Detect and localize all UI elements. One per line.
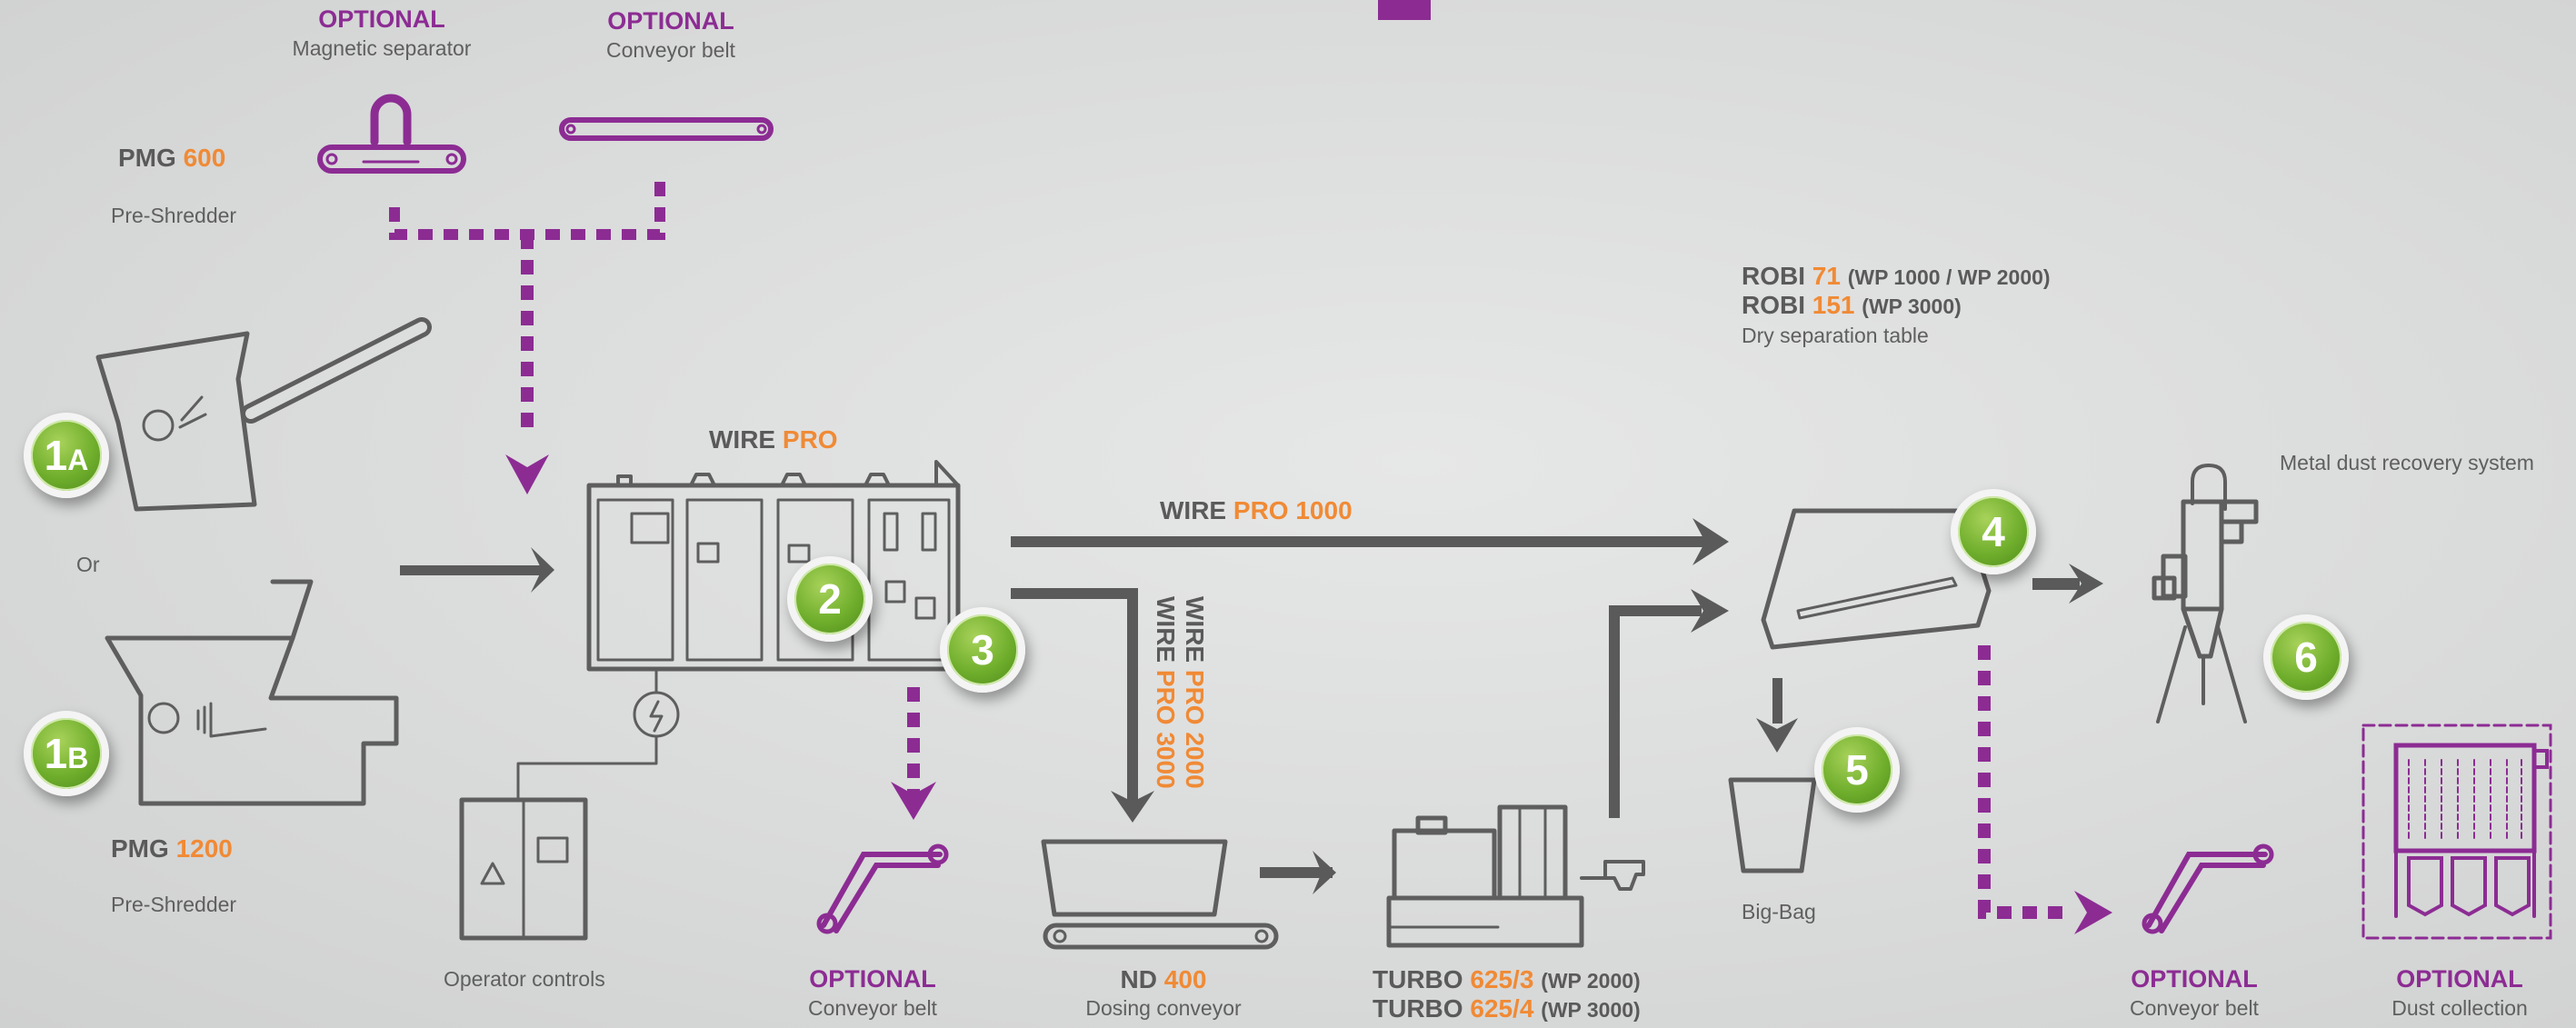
robi-note: (WP 1000 / WP 2000)	[1847, 265, 2051, 289]
wirepro-model: PRO	[782, 425, 838, 454]
big-bag-label: Big-Bag	[1742, 900, 1816, 923]
turbo-line-1: TURBO 625/3 (WP 2000)	[1373, 965, 1641, 994]
turbo-model: 625/3	[1470, 965, 1534, 993]
wirepro3000-brand: WIRE	[1152, 596, 1180, 664]
pmg1200-machine	[105, 579, 399, 806]
robi-brand: ROBI	[1742, 291, 1805, 319]
turbo-note: (WP 3000)	[1541, 998, 1641, 1022]
wirepro3000-title: WIRE PRO 3000	[1151, 596, 1180, 789]
wirepro2000-brand: WIRE	[1181, 596, 1209, 664]
turbo-line-2: TURBO 625/4 (WP 3000)	[1373, 994, 1641, 1023]
step-badge-2: 2	[787, 556, 873, 642]
turbo-brand: TURBO	[1373, 965, 1463, 993]
pmg600-model: 600	[183, 144, 226, 172]
optional-magnetic-desc: Magnetic separator	[292, 36, 472, 60]
nd400-machine	[1041, 839, 1279, 950]
wirepro2000-model: PRO 2000	[1181, 669, 1209, 789]
pmg1200-title: PMG 1200	[111, 834, 233, 863]
optional-magnetic-tag: OPTIONAL	[318, 5, 445, 33]
nd400-title: ND 400	[1073, 965, 1254, 994]
pmg1200-desc: Pre-Shredder	[111, 893, 237, 916]
optional-conveyor-3-desc: Conveyor belt	[808, 996, 937, 1020]
optional-conveyor-top-tag: OPTIONAL	[607, 7, 734, 35]
robi-note: (WP 3000)	[1862, 294, 1962, 318]
nd400-brand: ND	[1120, 965, 1157, 993]
step-badge-1b-number: 1	[44, 730, 68, 777]
step-badge-4: 4	[1951, 489, 2036, 574]
or-label: Or	[76, 553, 100, 576]
wirepro1000-model: PRO 1000	[1233, 496, 1353, 524]
robi-line-2: ROBI 151 (WP 3000)	[1742, 291, 1962, 320]
step-badge-1b-letter: B	[67, 742, 89, 774]
optional-conveyor-4-desc: Conveyor belt	[2130, 996, 2259, 1020]
pmg1200-model: 1200	[175, 834, 233, 863]
wirepro-title: WIRE PRO	[709, 425, 838, 454]
robi-model: 71	[1812, 262, 1841, 290]
robi-brand: ROBI	[1742, 262, 1805, 290]
pmg600-brand: PMG	[118, 144, 176, 172]
step-badge-1b: 1B	[24, 711, 109, 796]
big-bag	[1728, 777, 1817, 873]
optional-dust-tag: OPTIONAL	[2396, 965, 2523, 993]
step-badge-1a-number: 1	[44, 432, 68, 479]
optional-dust-desc: Dust collection	[2391, 996, 2528, 1020]
optional-routes	[317, 94, 2552, 940]
optional-conveyor-3-tag: OPTIONAL	[809, 965, 936, 993]
pmg600-desc: Pre-Shredder	[111, 204, 237, 227]
optional-arrowheads	[505, 0, 2112, 934]
wirepro-brand: WIRE	[709, 425, 776, 454]
operator-controls-cabinet	[459, 797, 588, 941]
robi-desc: Dry separation table	[1742, 324, 1929, 347]
optional-conveyor-4-tag: OPTIONAL	[2131, 965, 2258, 993]
pmg1200-brand: PMG	[111, 834, 169, 863]
wirepro-machine	[516, 460, 961, 802]
wirepro1000-brand: WIRE	[1160, 496, 1227, 524]
wirepro2000-title: WIRE PRO 2000	[1180, 596, 1209, 789]
turbo-machine	[1386, 804, 1645, 948]
wirepro3000-model: PRO 3000	[1152, 669, 1180, 789]
wirepro1000-title: WIRE PRO 1000	[1160, 496, 1353, 525]
step-badge-6: 6	[2263, 614, 2349, 700]
turbo-model: 625/4	[1470, 994, 1534, 1023]
turbo-brand: TURBO	[1373, 994, 1463, 1023]
nd400-model: 400	[1163, 965, 1207, 993]
pmg600-title: PMG 600	[118, 144, 225, 173]
robi-line-1: ROBI 71 (WP 1000 / WP 2000)	[1742, 262, 2051, 291]
step-badge-3: 3	[940, 607, 1025, 693]
pmg600-machine	[95, 317, 432, 512]
turbo-note: (WP 2000)	[1541, 969, 1641, 993]
metal-dust-label: Metal dust recovery system	[2280, 451, 2534, 474]
nd400-desc: Dosing conveyor	[1085, 996, 1242, 1020]
step-badge-5: 5	[1814, 727, 1900, 813]
metal-dust-recovery-unit	[2152, 464, 2259, 724]
optional-conveyor-top-desc: Conveyor belt	[606, 38, 735, 62]
robi-model: 151	[1812, 291, 1855, 319]
step-badge-1a-letter: A	[67, 444, 89, 476]
operator-controls-label: Operator controls	[444, 967, 605, 991]
step-badge-1a: 1A	[24, 413, 109, 498]
process-flow-arrows	[400, 518, 2103, 894]
